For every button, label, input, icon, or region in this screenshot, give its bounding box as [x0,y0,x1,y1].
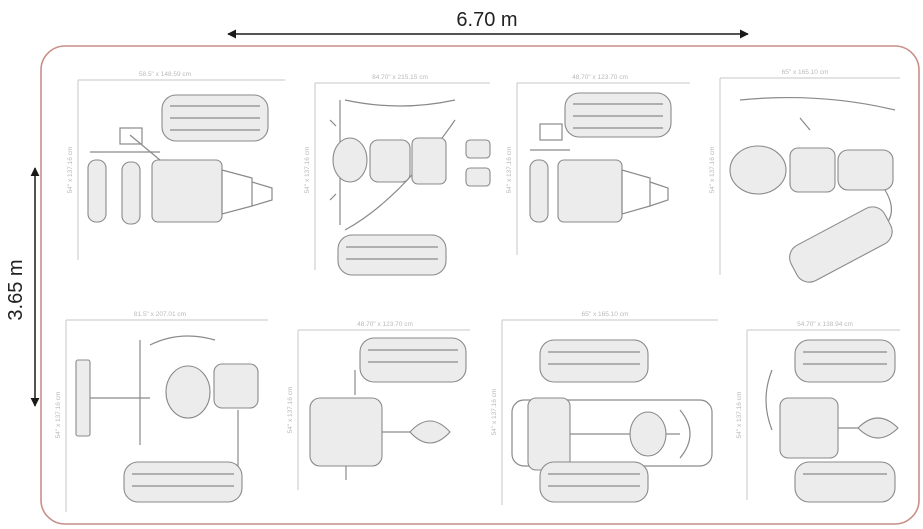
machine-2: 84.70" x 215.15 cm 54" x 137.16 cm [304,74,491,276]
machine-8-top-dim: 54.70" x 138.94 cm [797,321,853,328]
machine-7-top-dim: 65" x 165.10 cm [582,311,629,318]
machine-3-top-dim: 48.70" x 123.70 cm [572,74,628,81]
width-label: 6.70 m [456,9,517,31]
machine-6: 48.70" x 123.70 cm 54" x 137.16 cm [287,321,470,490]
machine-4-top-dim: 65" x 165.10 cm [782,69,829,76]
machine-6-top-dim: 48.70" x 123.70 cm [357,321,413,328]
machine-2-top-dim: 84.70" x 215.15 cm [372,74,428,81]
machine-5-side-dim: 54" x 137.16 cm [55,392,62,439]
machine-6-side-dim: 54" x 137.16 cm [287,387,294,434]
machine-5: 81.5" x 207.01 cm 54" x 137.16 cm [55,311,268,512]
machine-1-side-dim: 54" x 137.16 cm [67,147,74,194]
machine-2-side-dim: 54" x 137.16 cm [304,147,311,194]
machine-5-top-dim: 81.5" x 207.01 cm [134,311,186,318]
machine-8-side-dim: 54" x 137.16 cm [736,392,743,439]
machine-4: 65" x 165.10 cm 54" x 137.16 cm [709,69,900,283]
machine-3: 48.70" x 123.70 cm 54" x 137.16 cm [506,74,690,255]
machine-7: 65" x 165.10 cm 54" x 137.16 cm [491,311,718,505]
machine-7-side-dim: 54" x 137.16 cm [491,389,498,436]
machine-4-side-dim: 54" x 137.16 cm [709,147,716,194]
machine-1-top-dim: 58.5" x 148.59 cm [139,71,191,78]
depth-label: 3.65 m [5,259,27,320]
machine-8: 54.70" x 138.94 cm 54" x 137.16 cm [736,321,900,503]
machine-1: 58.5" x 148.59 cm 54" x 137.16 cm [67,71,285,260]
room-outline [40,45,920,525]
machine-3-side-dim: 54" x 137.16 cm [506,147,513,194]
